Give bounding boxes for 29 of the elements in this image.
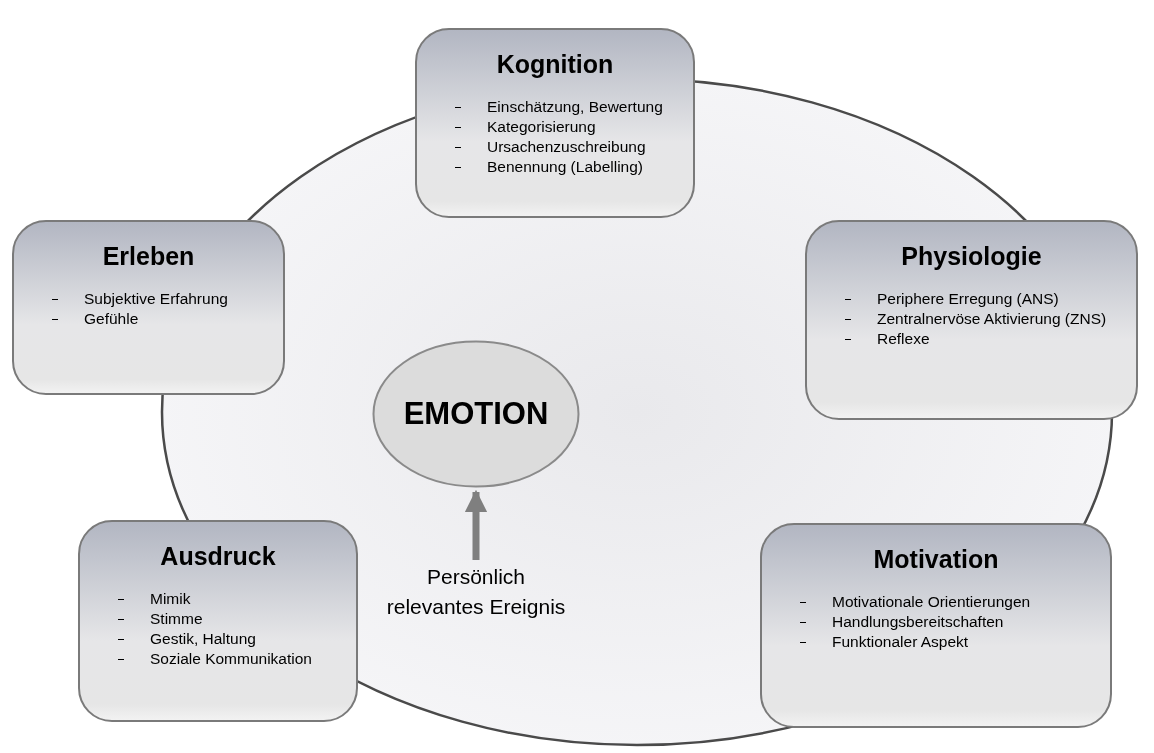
category-card — [415, 28, 695, 218]
category-card — [805, 220, 1138, 420]
card-heading: Physiologie — [900, 242, 1043, 271]
center-ellipse — [372, 340, 580, 488]
bullet-item: Subjektive Erfahrung — [84, 290, 228, 307]
bullet-item: Soziale Kommunikation — [150, 650, 312, 667]
bullet-item: Gestik, Haltung — [150, 630, 256, 647]
bullet-item: Funktionaler Aspekt — [832, 633, 969, 650]
bullet-item: Gefühle — [84, 310, 139, 327]
category-card — [12, 220, 285, 395]
bullet-item: Zentralnervöse Aktivierung (ZNS) — [877, 310, 1107, 327]
bullet-item: Motivationale Orientierungen — [832, 593, 1031, 610]
event-label: Persönlich relevantes Ereignis — [386, 562, 566, 622]
category-card — [78, 520, 358, 722]
bullet-item: Mimik — [150, 590, 191, 607]
card-heading: Motivation — [872, 545, 1000, 574]
center-label: EMOTION — [403, 396, 549, 432]
category-card — [760, 523, 1112, 728]
bullet-item: Kategorisierung — [487, 118, 596, 135]
bullet-item: Handlungsbereitschaften — [832, 613, 1004, 630]
bullet-item: Stimme — [150, 610, 203, 627]
bullet-item: Reflexe — [877, 330, 930, 347]
bullet-item: Benennung (Labelling) — [487, 158, 643, 175]
card-heading: Ausdruck — [159, 542, 277, 571]
card-heading: Erleben — [101, 242, 196, 271]
bullet-item: Ursachenzuschreibung — [487, 138, 646, 155]
bullet-item: Einschätzung, Bewertung — [487, 98, 663, 115]
bullet-item: Periphere Erregung (ANS) — [877, 290, 1059, 307]
card-heading: Kognition — [495, 50, 615, 79]
